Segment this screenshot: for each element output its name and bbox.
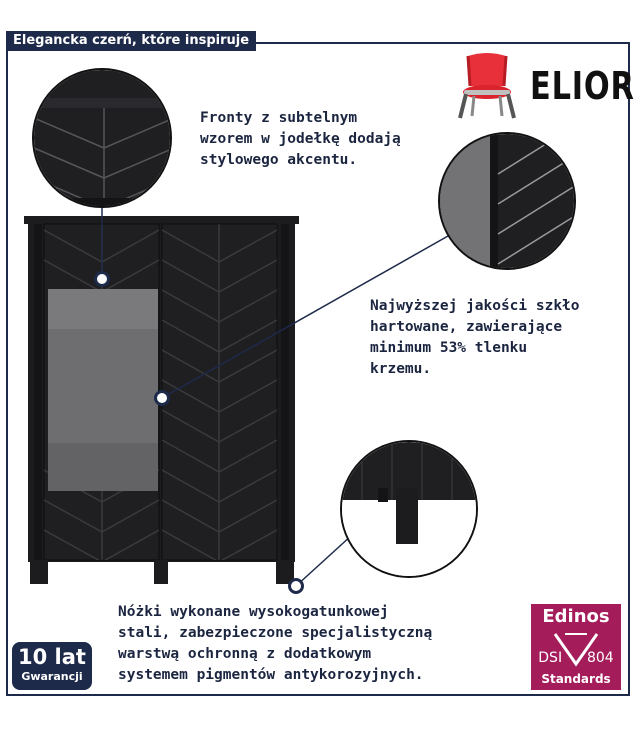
feature-front-text: Fronty z subtelnym wzorem w jodełkę doda… [200,108,401,171]
zoom-front-pattern [32,68,172,208]
certificate-mark-icon [553,633,599,667]
feature-line: hartowane, zawierające [370,319,563,335]
certificate-badge: Edinos DSI 804 Standards [531,604,621,690]
certificate-label: Standards [541,672,611,686]
feature-line: wzorem w jodełkę dodają [200,131,401,147]
brand-name: ELIOR [530,64,635,108]
feature-legs-text: Nóżki wykonane wysokogatunkowej stali, z… [118,602,432,686]
feature-line: minimum 53% tlenku [370,340,528,356]
feature-line: Najwyższej jakości szkło [370,298,580,314]
marker-glass [154,390,170,406]
chair-icon [458,53,516,119]
warranty-years: 10 lat [18,645,86,669]
marker-leg [288,578,304,594]
warranty-badge: 10 lat Gwarancji [12,642,92,690]
feature-line: warstwą ochronną z dodatkowym [118,646,372,662]
feature-line: stylowego akcentu. [200,152,358,168]
certificate-name: Edinos [542,606,610,627]
herringbone-detail [34,70,170,206]
certificate-mark: DSI 804 [531,650,621,666]
feature-line: Nóżki wykonane wysokogatunkowej [118,604,389,620]
feature-line: stali, zabezpieczone specjalistyczną [118,625,433,641]
feature-glass-text: Najwyższej jakości szkło hartowane, zawi… [370,296,580,380]
feature-line: Fronty z subtelnym [200,110,358,126]
warranty-label: Gwarancji [21,670,83,683]
feature-line: systemem pigmentów antykorozyjnych. [118,667,424,683]
glass-detail [440,134,574,268]
page-title: Elegancka czerń, które inspiruje [6,31,257,51]
zoom-glass [438,132,576,270]
feature-line: krzemu. [370,361,432,377]
marker-front [94,271,110,287]
content-frame [6,42,630,696]
leg-detail [342,442,476,576]
brand-logo: ELIOR [454,52,634,122]
zoom-leg [340,440,478,578]
certificate-mark-right: 804 [586,650,614,666]
certificate-mark-left: DSI [538,650,563,666]
